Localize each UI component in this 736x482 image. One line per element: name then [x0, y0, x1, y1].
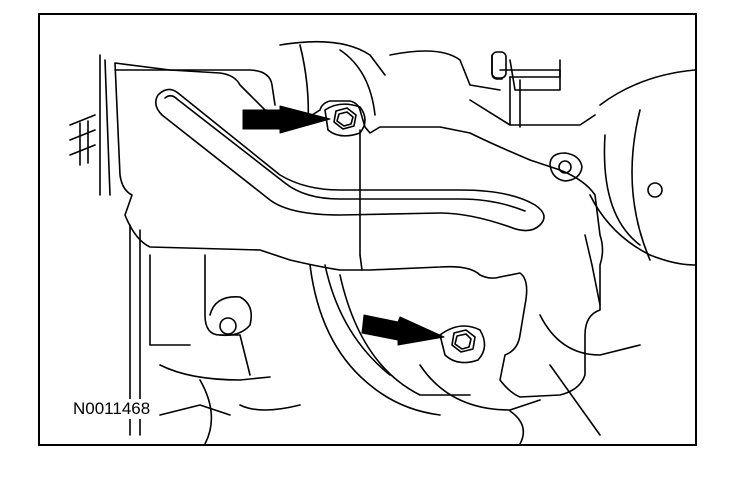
figure-id-label: N0011468 [71, 399, 153, 419]
bracket-plate [114, 62, 604, 398]
engine-background-outline [69, 40, 695, 444]
engine-bracket-diagram [69, 40, 695, 444]
figure-frame: N0011468 [38, 13, 697, 446]
upper-bolt-arrow [242, 105, 331, 134]
bracket-slot [154, 88, 545, 232]
lower-bolt-arrow [361, 314, 445, 346]
bracket-holes [549, 152, 583, 182]
upper-bolt [324, 103, 366, 137]
lower-bolt [439, 325, 486, 364]
